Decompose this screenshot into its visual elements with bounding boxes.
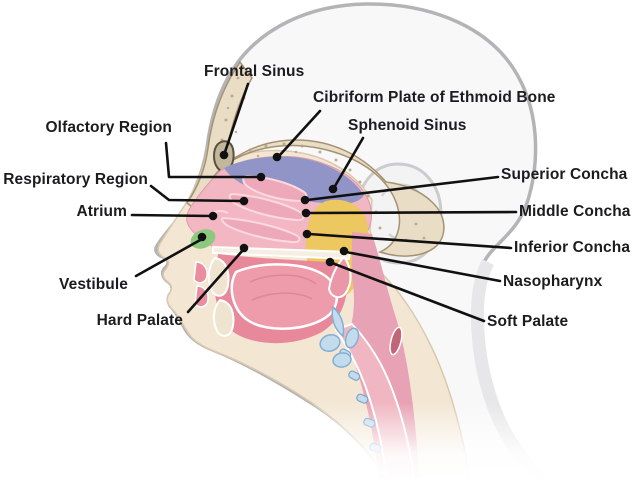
label-nasopharynx: Nasopharynx <box>503 273 603 290</box>
dot-frontal-sinus <box>219 150 229 160</box>
leader-line-soft-palate <box>330 261 486 323</box>
label-atrium: Atrium <box>76 203 127 220</box>
label-middle-concha: Middle Concha <box>519 203 631 220</box>
dot-vestibule <box>197 232 207 242</box>
dot-respiratory-region <box>239 196 249 206</box>
label-frontal-sinus: Frontal Sinus <box>204 63 305 80</box>
mouth <box>193 254 352 344</box>
lips <box>193 261 209 308</box>
label-cibriform-plate: Cibriform Plate of Ethmoid Bone <box>313 89 556 106</box>
dot-sphenoid-sinus <box>328 184 338 194</box>
dot-superior-concha <box>300 195 310 205</box>
olfactory-region-shape <box>224 156 364 205</box>
leader-line-vestibule <box>134 237 204 278</box>
larynx-cartilage <box>319 305 360 368</box>
label-soft-palate: Soft Palate <box>487 313 569 330</box>
label-hard-palate: Hard Palate <box>96 312 183 329</box>
label-respiratory-region: Respiratory Region <box>3 171 148 188</box>
leader-line-superior-concha <box>305 175 500 202</box>
esophagus <box>389 326 403 356</box>
label-superior-concha: Superior Concha <box>501 166 628 183</box>
inferior-concha-shape <box>220 216 301 244</box>
leader-line-atrium <box>130 213 213 218</box>
superior-concha-shape <box>242 174 308 203</box>
dot-atrium <box>208 211 218 221</box>
bone-speckles <box>220 76 426 242</box>
label-sphenoid-sinus: Sphenoid Sinus <box>348 117 467 134</box>
dot-nasopharynx <box>339 246 349 256</box>
leader-line-middle-concha <box>306 210 518 215</box>
dot-olfactory-region <box>256 172 266 182</box>
leader-line-nasopharynx <box>344 250 502 283</box>
dot-inferior-concha <box>302 229 312 239</box>
dot-cibriform-plate <box>272 152 282 162</box>
tongue-swirl <box>249 274 317 301</box>
leader-line-frontal-sinus <box>223 82 250 154</box>
label-olfactory-region: Olfactory Region <box>45 119 172 136</box>
leader-line-olfactory-region <box>164 141 261 179</box>
label-vestibule: Vestibule <box>59 276 128 293</box>
dot-soft-palate <box>325 257 335 267</box>
leader-dots <box>197 150 349 267</box>
leader-line-inferior-concha <box>307 232 513 250</box>
leader-line-respiratory-region <box>149 184 244 203</box>
dot-middle-concha <box>301 208 311 218</box>
label-inferior-concha: Inferior Concha <box>514 239 631 256</box>
dot-hard-palate <box>239 243 249 253</box>
leader-line-hard-palate <box>186 248 245 314</box>
leader-line-sphenoid-sinus <box>333 136 365 188</box>
bottom-fade <box>0 402 636 482</box>
lower-teeth <box>212 298 235 337</box>
leader-line-cibriform-plate <box>277 109 322 158</box>
